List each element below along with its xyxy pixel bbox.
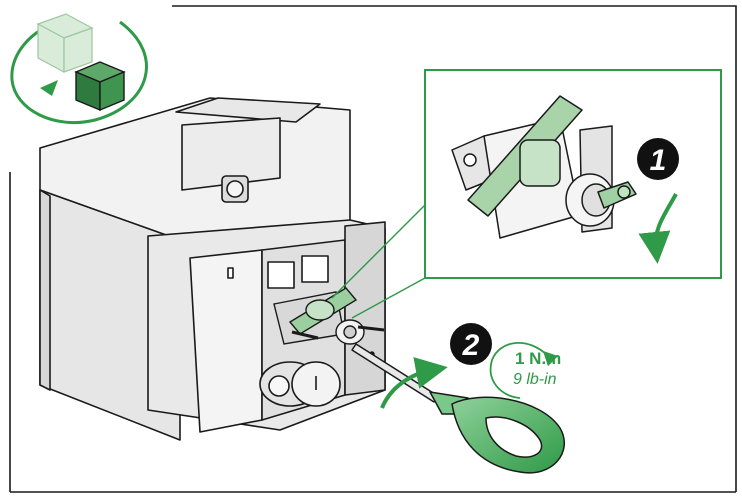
step-badge-1: 1: [637, 138, 679, 180]
torque-imperial: 9 lb-in: [513, 371, 557, 388]
circuit-breaker-body: [39, 97, 386, 441]
torque-label: 1 N.m 9 lb-in: [489, 341, 561, 399]
torque-metric: 1 N.m: [515, 349, 561, 368]
zoom-inset: [424, 69, 722, 279]
figure-frame: [9, 5, 737, 493]
rotation-arrow-icon: [638, 193, 678, 264]
step-badge-2: 2: [450, 323, 492, 365]
screwdriver-rotation-arrow: [380, 357, 448, 409]
rotate-view-icon: [10, 13, 148, 125]
svg-text:1: 1: [650, 144, 667, 177]
zoom-callout-lines: [331, 204, 426, 319]
svg-text:2: 2: [462, 329, 480, 362]
lock-assembly: [273, 287, 385, 359]
torque-arrow-icon: [489, 341, 559, 399]
